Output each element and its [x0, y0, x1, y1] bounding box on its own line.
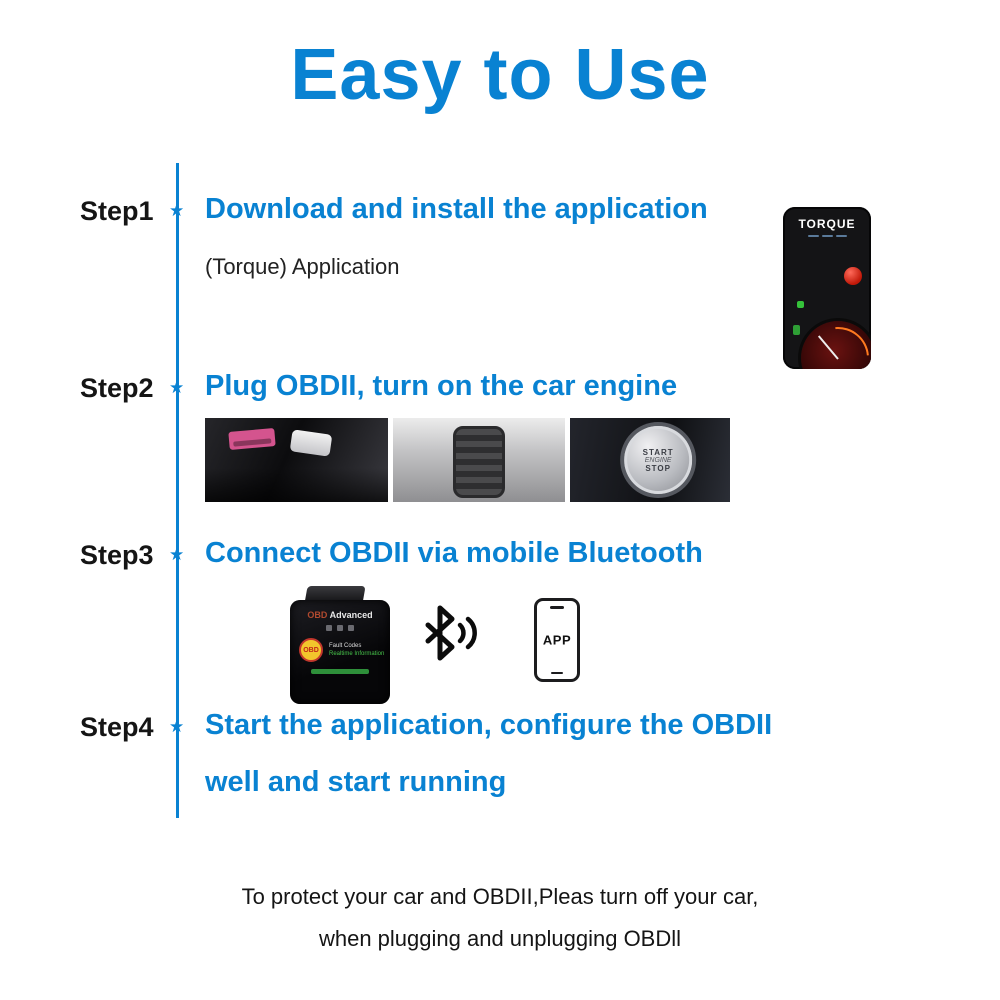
obd-adapter-photo: OBD Advanced OBD Fault Codes Realtime In…: [290, 586, 390, 704]
step3-label: Step3: [80, 540, 154, 570]
page-title: Easy to Use: [290, 35, 710, 115]
stop-button-text: STOP: [645, 463, 671, 473]
obd-adapter-brand2: Advanced: [329, 610, 373, 620]
step4-heading: Start the application, configure the OBD…: [205, 709, 773, 741]
smartphone-icon: APP: [534, 598, 580, 682]
torque-red-button-icon: [844, 267, 862, 285]
step2-heading: Plug OBDII, turn on the car engine: [205, 370, 678, 402]
obd-adapter-title: OBD Advanced: [290, 610, 390, 620]
start-engine-button-photo: START ENGINE STOP: [570, 418, 730, 502]
torque-gauge-needle: [817, 335, 839, 360]
step1-star-icon: ★: [169, 201, 185, 220]
step1-subtext: (Torque) Application: [205, 254, 400, 279]
obd-adapter-brand: OBD: [307, 610, 328, 620]
steps-connector-line: [176, 163, 179, 818]
torque-app-screenshot: TORQUE: [783, 207, 871, 369]
step3-star-icon: ★: [169, 545, 185, 564]
key-fob-icon: [289, 429, 333, 457]
phone-speaker: [550, 606, 564, 609]
torque-app-subtext-bars: [783, 235, 871, 237]
obd-adapter-green-text-bar: [311, 669, 369, 674]
obdii-logo-icon: OBD: [299, 638, 323, 662]
app-label: APP: [542, 632, 572, 648]
step3-heading: Connect OBDII via mobile Bluetooth: [205, 537, 703, 569]
step4-heading-line2: well and start running: [205, 766, 507, 798]
obd-feature-realtime: Realtime Information: [329, 651, 385, 657]
step2-star-icon: ★: [169, 378, 185, 397]
torque-gauge-icon: [801, 321, 871, 369]
footer-warning-line1: To protect your car and OBDII,Pleas turn…: [241, 884, 759, 909]
step1-heading: Download and install the application: [205, 193, 708, 225]
obd-feature-fault-codes: Fault Codes: [329, 643, 362, 649]
pedal-photo: [393, 418, 565, 502]
step4-star-icon: ★: [169, 717, 185, 736]
torque-app-title: TORQUE: [798, 217, 856, 231]
step2-label: Step2: [80, 373, 154, 403]
obd-adapter-body: OBD Advanced OBD Fault Codes Realtime In…: [290, 600, 390, 704]
step1-label: Step1: [80, 196, 154, 226]
obd-adapter-symbols: [290, 625, 390, 631]
bluetooth-icon: [418, 600, 480, 666]
start-button-text: START: [642, 447, 674, 457]
torque-green-indicator-icon: [797, 301, 804, 308]
pedal-icon: [453, 426, 505, 498]
obd-port-photo: [205, 418, 388, 502]
photo-shadow: [205, 468, 388, 502]
engine-button-text: ENGINE: [644, 456, 672, 464]
step4-label: Step4: [80, 712, 154, 742]
start-engine-button-icon: START ENGINE STOP: [624, 426, 693, 494]
footer-warning-line2: when plugging and unplugging OBDll: [318, 926, 682, 951]
phone-home-bar: [551, 672, 563, 674]
torque-green-indicator2-icon: [793, 325, 800, 335]
obd-connector-icon: [228, 428, 276, 450]
